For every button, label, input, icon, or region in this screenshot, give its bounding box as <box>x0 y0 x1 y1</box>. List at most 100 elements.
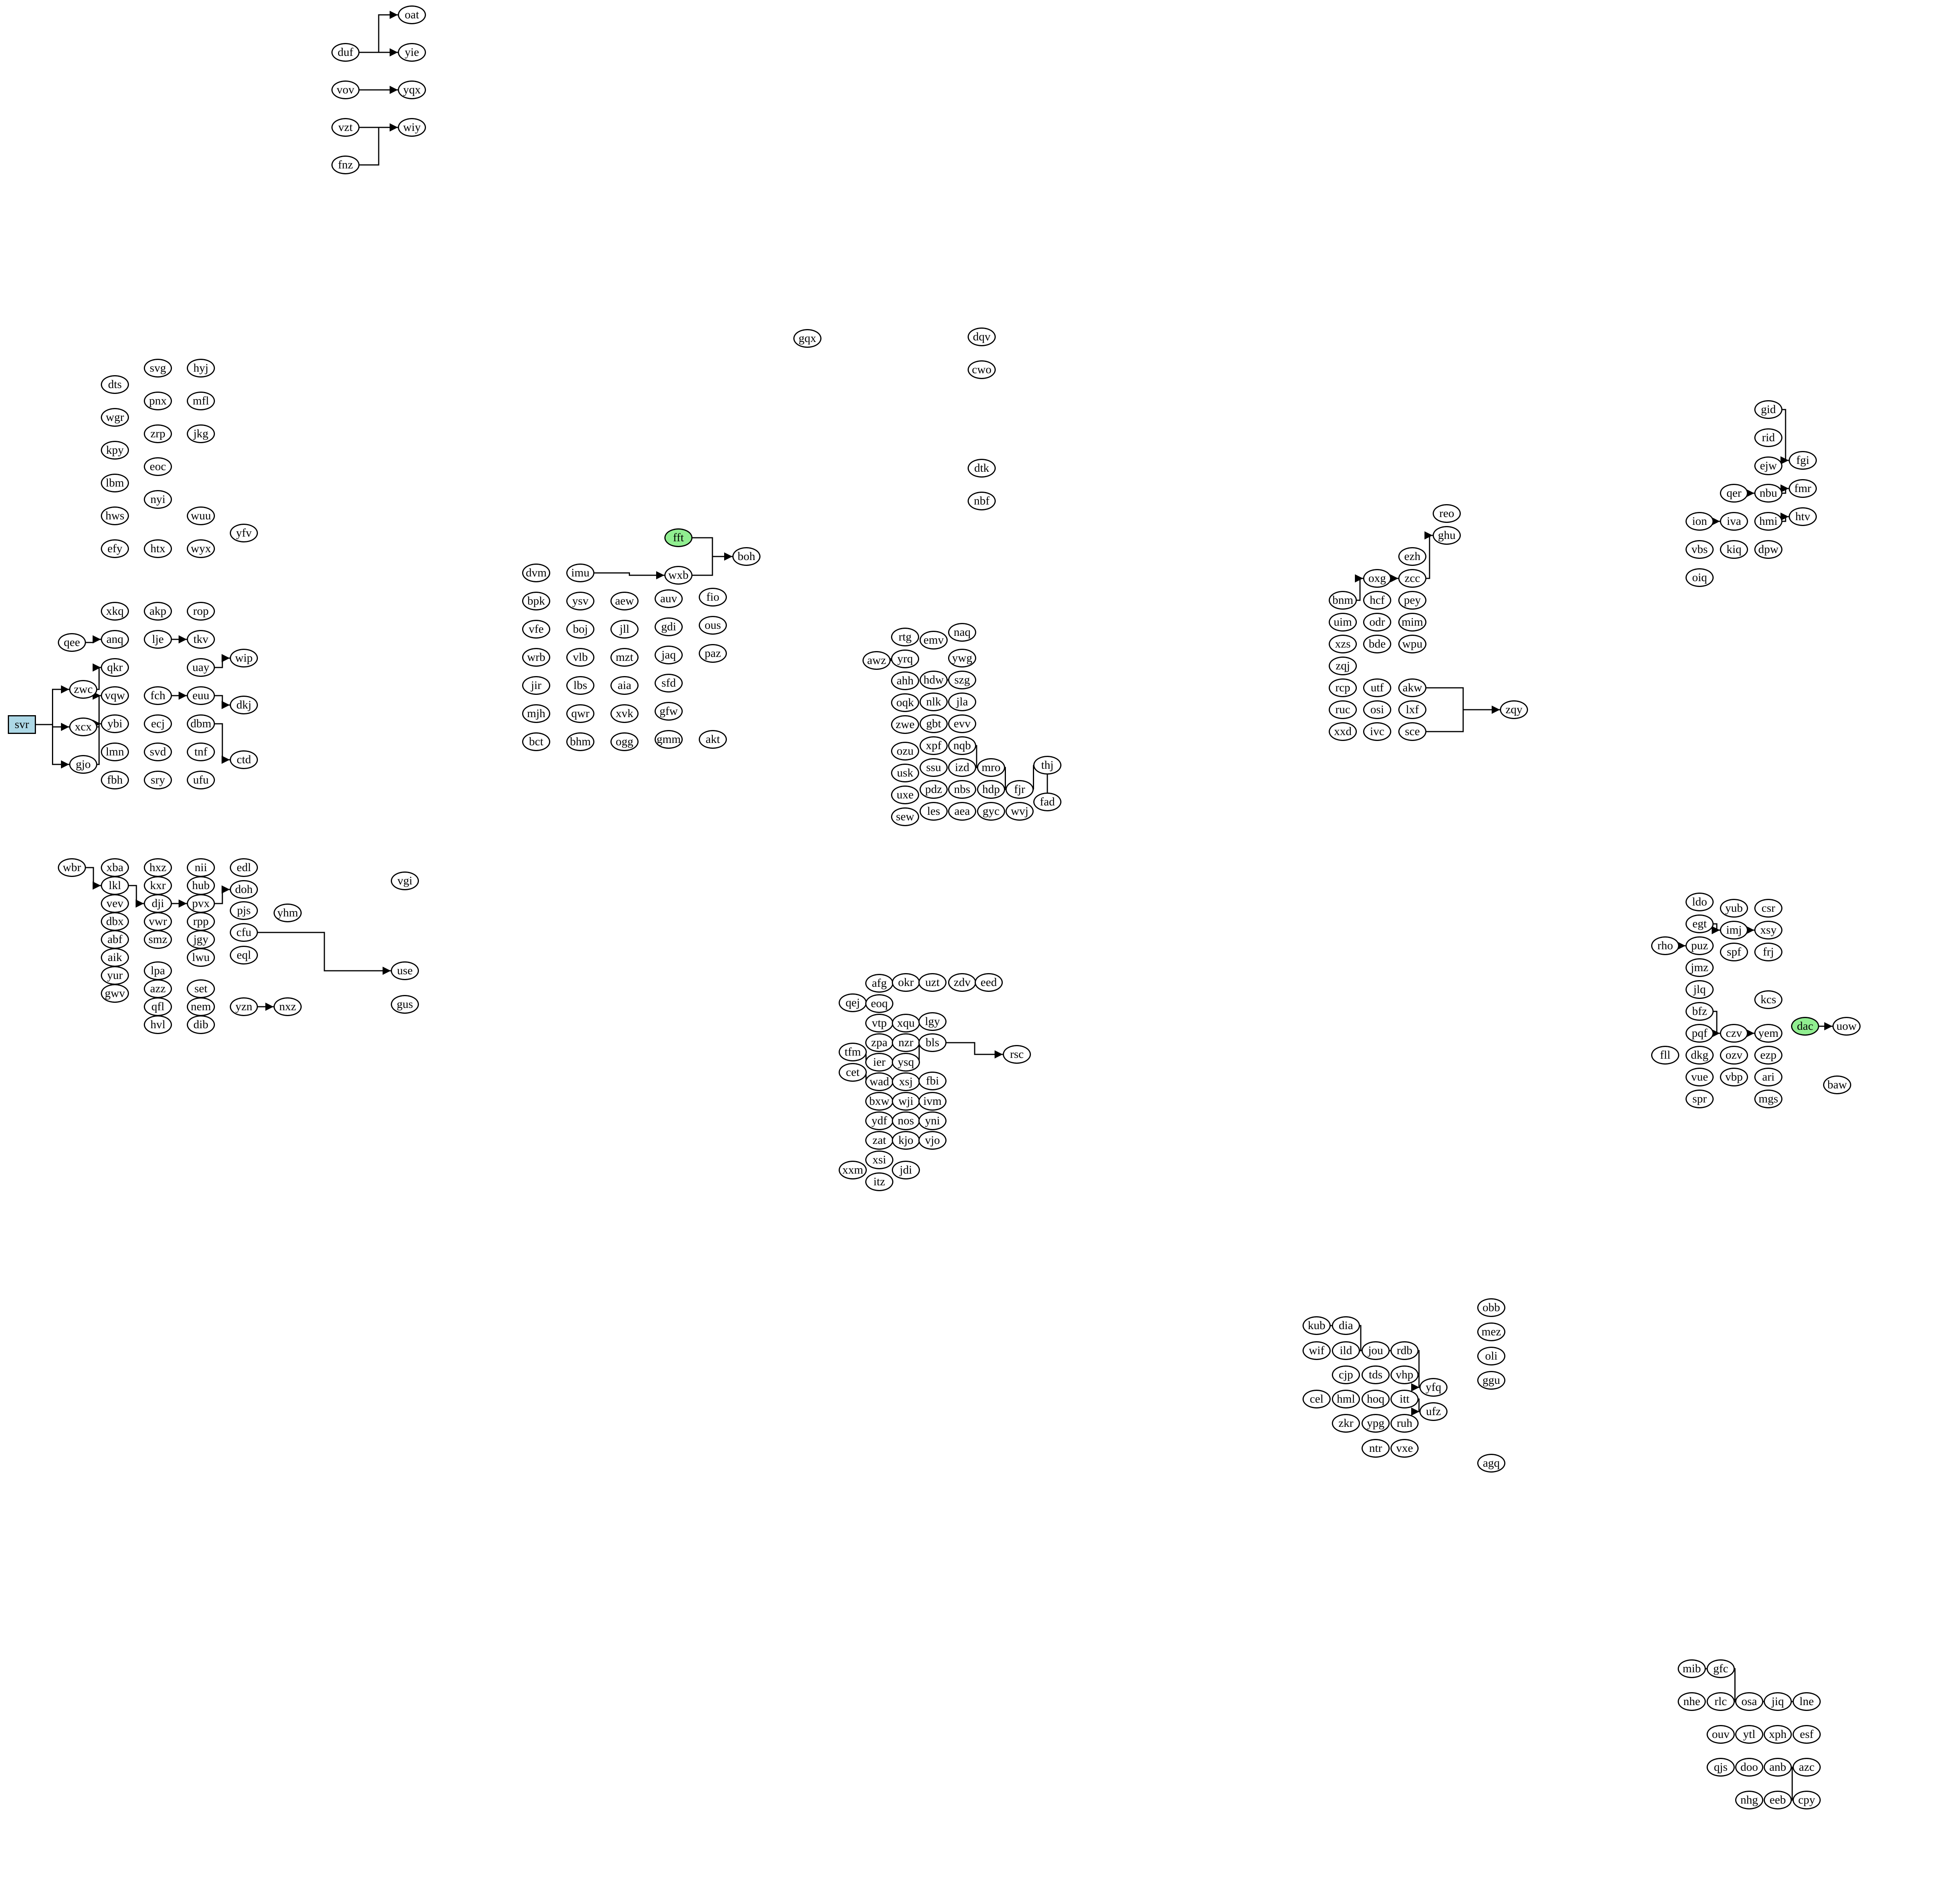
graph-node-ctd[interactable]: ctd <box>230 750 258 769</box>
graph-node-gfc[interactable]: gfc <box>1707 1659 1735 1678</box>
graph-node-nhe[interactable]: nhe <box>1678 1692 1706 1711</box>
graph-node-xsi[interactable]: xsi <box>865 1151 893 1169</box>
graph-node-czv[interactable]: czv <box>1720 1024 1748 1043</box>
graph-node-tds[interactable]: tds <box>1362 1365 1390 1384</box>
graph-node-afg[interactable]: afg <box>865 974 893 993</box>
graph-node-ecj[interactable]: ecj <box>144 714 172 733</box>
graph-node-ezh[interactable]: ezh <box>1398 547 1426 566</box>
graph-node-fjr[interactable]: fjr <box>1006 780 1034 799</box>
graph-node-dac[interactable]: dac <box>1791 1017 1819 1036</box>
graph-node-hmi[interactable]: hmi <box>1754 512 1782 531</box>
graph-node-wxb[interactable]: wxb <box>664 566 692 585</box>
graph-node-qkr[interactable]: qkr <box>101 658 129 677</box>
graph-node-okr[interactable]: okr <box>892 973 920 992</box>
graph-node-dbm[interactable]: dbm <box>187 714 215 733</box>
graph-node-wif[interactable]: wif <box>1303 1341 1331 1360</box>
graph-node-reo[interactable]: reo <box>1433 504 1461 523</box>
graph-node-duf[interactable]: duf <box>331 43 360 62</box>
graph-node-uxe[interactable]: uxe <box>891 786 919 804</box>
graph-node-yfq[interactable]: yfq <box>1419 1378 1448 1397</box>
graph-node-mro[interactable]: mro <box>977 758 1005 777</box>
graph-node-nbu[interactable]: nbu <box>1754 484 1782 503</box>
graph-node-aia[interactable]: aia <box>610 676 639 695</box>
graph-node-odr[interactable]: odr <box>1363 613 1391 632</box>
graph-node-ild[interactable]: ild <box>1332 1341 1360 1360</box>
graph-node-ezp[interactable]: ezp <box>1754 1046 1782 1065</box>
graph-node-fmr[interactable]: fmr <box>1789 479 1817 498</box>
graph-node-sry[interactable]: sry <box>144 771 172 789</box>
graph-node-vwr[interactable]: vwr <box>144 912 172 931</box>
graph-node-jlq[interactable]: jlq <box>1686 980 1714 999</box>
graph-node-uim[interactable]: uim <box>1329 613 1357 632</box>
graph-node-zwc[interactable]: zwc <box>69 680 97 699</box>
graph-node-dqv[interactable]: dqv <box>968 327 996 346</box>
graph-node-hyj[interactable]: hyj <box>187 359 215 378</box>
graph-node-aew[interactable]: aew <box>610 592 639 610</box>
graph-node-nhg[interactable]: nhg <box>1735 1791 1763 1809</box>
graph-node-azz[interactable]: azz <box>144 979 172 998</box>
graph-node-rpp[interactable]: rpp <box>187 912 215 931</box>
graph-node-fio[interactable]: fio <box>699 588 727 607</box>
graph-node-imj[interactable]: imj <box>1720 921 1748 939</box>
graph-node-ejw[interactable]: ejw <box>1754 456 1782 475</box>
graph-node-xxm[interactable]: xxm <box>839 1161 867 1179</box>
graph-node-ghu[interactable]: ghu <box>1433 526 1461 545</box>
graph-node-dts[interactable]: dts <box>101 375 129 394</box>
graph-node-itz[interactable]: itz <box>865 1172 893 1191</box>
graph-node-rid[interactable]: rid <box>1754 428 1782 447</box>
graph-node-zdv[interactable]: zdv <box>948 973 976 992</box>
graph-node-vfe[interactable]: vfe <box>522 620 550 639</box>
graph-node-aik[interactable]: aik <box>101 948 129 967</box>
graph-node-wip[interactable]: wip <box>230 649 258 667</box>
graph-node-cel[interactable]: cel <box>1303 1390 1331 1408</box>
graph-node-qej[interactable]: qej <box>839 993 867 1012</box>
graph-node-fbh[interactable]: fbh <box>101 771 129 789</box>
graph-node-cjp[interactable]: cjp <box>1332 1365 1360 1384</box>
graph-node-hcf[interactable]: hcf <box>1363 591 1391 610</box>
graph-node-gwv[interactable]: gwv <box>101 984 129 1003</box>
graph-node-abf[interactable]: abf <box>101 930 129 949</box>
graph-node-yub[interactable]: yub <box>1720 899 1748 918</box>
graph-node-puz[interactable]: puz <box>1686 936 1714 955</box>
graph-node-paz[interactable]: paz <box>699 644 727 663</box>
graph-node-ier[interactable]: ier <box>865 1053 893 1072</box>
graph-node-mjh[interactable]: mjh <box>522 704 550 723</box>
graph-node-lbm[interactable]: lbm <box>101 474 129 492</box>
graph-node-zkr[interactable]: zkr <box>1332 1414 1360 1433</box>
graph-node-jiq[interactable]: jiq <box>1764 1692 1792 1711</box>
graph-node-kiq[interactable]: kiq <box>1720 540 1748 559</box>
graph-node-akp[interactable]: akp <box>144 602 172 621</box>
graph-node-efy[interactable]: efy <box>101 539 129 558</box>
graph-node-yzn[interactable]: yzn <box>230 997 258 1016</box>
graph-node-oxg[interactable]: oxg <box>1363 569 1391 588</box>
graph-node-rtg[interactable]: rtg <box>891 628 919 646</box>
graph-node-fbi[interactable]: fbi <box>918 1072 947 1090</box>
graph-node-bls[interactable]: bls <box>918 1033 947 1052</box>
graph-node-osi[interactable]: osi <box>1363 700 1391 719</box>
graph-node-ufu[interactable]: ufu <box>187 771 215 789</box>
graph-node-sew[interactable]: sew <box>891 807 919 826</box>
graph-node-ufz[interactable]: ufz <box>1419 1402 1448 1421</box>
graph-node-tnf[interactable]: tnf <box>187 743 215 761</box>
graph-node-pey[interactable]: pey <box>1398 591 1426 610</box>
graph-node-frj[interactable]: frj <box>1754 943 1782 961</box>
graph-node-esf[interactable]: esf <box>1793 1725 1821 1744</box>
graph-node-azc[interactable]: azc <box>1793 1758 1821 1777</box>
graph-node-emv[interactable]: emv <box>920 631 948 650</box>
graph-node-smz[interactable]: smz <box>144 930 172 949</box>
graph-node-boj[interactable]: boj <box>566 620 594 639</box>
graph-node-yie[interactable]: yie <box>398 43 426 62</box>
graph-node-cwo[interactable]: cwo <box>968 360 996 379</box>
graph-node-kpy[interactable]: kpy <box>101 441 129 460</box>
graph-node-xzs[interactable]: xzs <box>1329 635 1357 653</box>
graph-node-agq[interactable]: agq <box>1477 1454 1505 1473</box>
graph-node-vue[interactable]: vue <box>1686 1068 1714 1086</box>
graph-node-htx[interactable]: htx <box>144 539 172 558</box>
graph-node-vbs[interactable]: vbs <box>1686 540 1714 559</box>
graph-node-gqx[interactable]: gqx <box>793 329 821 348</box>
graph-node-spf[interactable]: spf <box>1720 943 1748 961</box>
graph-node-szg[interactable]: szg <box>948 671 976 689</box>
graph-node-ari[interactable]: ari <box>1754 1068 1782 1086</box>
graph-node-gmm[interactable]: gmm <box>655 730 683 749</box>
graph-node-osa[interactable]: osa <box>1735 1692 1763 1711</box>
